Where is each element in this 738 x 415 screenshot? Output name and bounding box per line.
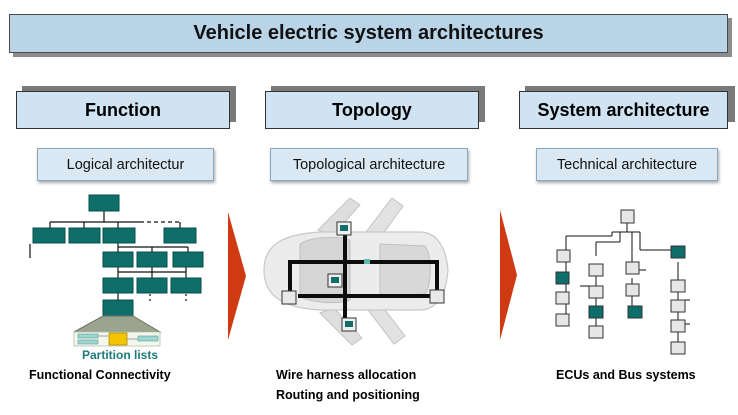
partition-lists-label: Partition lists	[81, 348, 158, 362]
node-l2-b	[136, 251, 168, 268]
node-l1-d	[163, 227, 197, 244]
node-l1-c	[102, 227, 136, 244]
sub-logical-architecture: Logical architectur	[37, 148, 214, 181]
node-l3-b	[136, 277, 168, 294]
topology-nodes	[281, 221, 445, 332]
node-l2-c	[172, 251, 204, 268]
node-l3-a	[102, 277, 134, 294]
logical-tree-nodes	[32, 194, 204, 317]
sub-technical-architecture: Technical architecture	[536, 148, 718, 181]
node-l4-a	[102, 299, 134, 317]
header-topology-label: Topology	[332, 99, 412, 120]
caption-functional-connectivity: Functional Connectivity	[29, 368, 171, 382]
caption-routing: Routing and positioning	[276, 388, 420, 402]
partition-lists-graphic	[73, 315, 162, 347]
wire-harness	[288, 234, 439, 322]
node-root	[88, 194, 120, 212]
car-silhouette	[263, 197, 449, 346]
sub-logical-label: Logical architectur	[66, 156, 185, 173]
logical-tree-diagram	[29, 211, 189, 303]
arrow-right-2	[500, 210, 517, 340]
sub-technical-label: Technical architecture	[556, 156, 698, 173]
sub-topological-label: Topological architecture	[292, 156, 446, 173]
caption-wire-harness: Wire harness allocation	[276, 368, 417, 382]
header-system-label: System architecture	[537, 99, 710, 120]
node-l2-a	[102, 251, 134, 268]
sub-topological-architecture: Topological architecture	[270, 148, 468, 181]
page-title: Vehicle electric system architectures	[193, 22, 544, 44]
title-bar: Vehicle electric system architectures	[9, 14, 728, 53]
header-system-architecture: System architecture	[519, 91, 728, 129]
caption-ecus-bus: ECUs and Bus systems	[556, 368, 696, 382]
partition-highlight	[108, 332, 128, 346]
node-l1-b	[68, 227, 101, 244]
header-function-label: Function	[85, 99, 161, 120]
node-l3-c	[170, 277, 202, 294]
header-function: Function	[16, 91, 230, 129]
arrow-right-1	[228, 212, 246, 340]
node-l1-a	[32, 227, 66, 244]
header-topology: Topology	[265, 91, 479, 129]
technical-network-ecus	[555, 209, 686, 355]
